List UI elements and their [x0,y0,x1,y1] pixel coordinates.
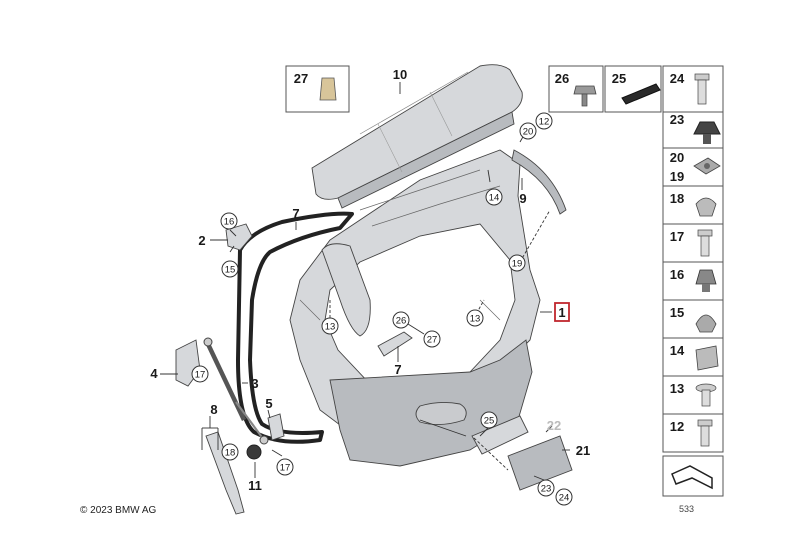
circ-20: 20 [519,122,537,140]
part-box-25[interactable]: 25 [604,65,662,113]
svg-text:25: 25 [612,71,626,86]
circ-17a: 17 [191,365,209,383]
circ-13a: 13 [321,317,339,335]
circ-26: 26 [392,311,410,329]
callout-22: 22 [547,418,561,433]
bump-stop[interactable] [246,444,262,460]
latch-part[interactable] [267,413,285,441]
direction-arrow-icon [671,465,713,490]
callout-7: 7 [292,206,299,221]
svg-text:13: 13 [470,314,481,325]
svg-text:14: 14 [670,343,685,358]
callout-9: 9 [519,191,526,206]
svg-text:20: 20 [670,150,684,165]
trim-strip[interactable] [377,331,413,357]
circ-16: 16 [220,212,238,230]
svg-text:25: 25 [484,416,495,427]
callout-3: 3 [251,376,258,391]
circ-25: 25 [480,411,498,429]
svg-text:13: 13 [325,322,336,333]
lift-arm[interactable] [205,431,245,515]
callout-11: 11 [248,478,262,493]
svg-text:17: 17 [280,463,291,474]
circled-callouts: 12 20 14 19 16 15 13 13 26 27 17 18 17 2… [191,112,573,506]
svg-text:26: 26 [396,316,407,327]
svg-text:12: 12 [539,117,550,128]
svg-text:17: 17 [195,370,206,381]
circ-19: 19 [508,254,526,272]
part-box-27[interactable]: 27 [285,65,350,113]
svg-text:23: 23 [670,112,684,127]
callout-5: 5 [265,396,272,411]
callout-1: 1 [558,305,565,320]
callout-numbers: 10 7 2 4 3 8 5 11 9 7 22 21 1 [150,67,590,493]
svg-text:27: 27 [294,71,308,86]
circ-24: 24 [555,488,573,506]
circ-17b: 17 [276,458,294,476]
svg-text:14: 14 [489,193,500,204]
callout-21: 21 [576,443,590,458]
part-box-16[interactable]: 16 [662,261,724,301]
part-box-arrow [662,455,724,497]
circ-13b: 13 [466,309,484,327]
circ-12: 12 [535,112,553,130]
svg-text:23: 23 [541,484,552,495]
circ-14: 14 [485,188,503,206]
callout-8: 8 [210,402,217,417]
document-number: 533 [679,504,695,514]
callout-4: 4 [150,366,158,381]
copyright-text: © 2023 BMW AG [80,505,157,516]
circ-27: 27 [423,330,441,348]
svg-text:15: 15 [225,265,236,276]
part-box-15[interactable]: 15 [662,299,724,339]
gas-strut[interactable] [203,337,269,445]
hinge-part[interactable] [225,223,253,251]
svg-text:17: 17 [670,229,684,244]
svg-text:18: 18 [670,191,684,206]
part-box-12[interactable]: 12 [662,413,724,453]
svg-text:27: 27 [427,335,438,346]
svg-text:16: 16 [670,267,684,282]
part-box-26[interactable]: 26 [548,65,604,113]
svg-text:19: 19 [670,169,684,184]
part-box-14[interactable]: 14 [662,337,724,377]
callout-10: 10 [393,67,407,82]
svg-text:15: 15 [670,305,684,320]
svg-text:24: 24 [559,493,570,504]
circ-18: 18 [221,443,239,461]
circ-23: 23 [537,479,555,497]
license-bracket[interactable] [471,415,573,491]
part-box-13[interactable]: 13 [662,375,724,415]
part-box-18[interactable]: 18 [662,185,724,225]
part-box-20-19[interactable]: 20 19 [662,147,724,187]
callout-2: 2 [198,233,205,248]
svg-text:19: 19 [512,259,523,270]
circ-15: 15 [221,260,239,278]
part-box-17[interactable]: 17 [662,223,724,263]
svg-text:18: 18 [225,448,236,459]
svg-text:20: 20 [523,127,534,138]
part-box-24[interactable]: 24 [662,65,724,113]
selected-part-highlight[interactable] [554,302,570,322]
side-trim[interactable] [511,149,567,215]
leader-lines [160,82,570,481]
svg-text:13: 13 [670,381,684,396]
callout-7-lower: 7 [394,362,401,377]
spoiler-part[interactable] [311,64,523,209]
part-box-23[interactable]: 23 [662,111,724,149]
svg-text:26: 26 [555,71,569,86]
svg-text:12: 12 [670,419,684,434]
svg-text:16: 16 [224,217,235,228]
svg-text:24: 24 [670,71,685,86]
